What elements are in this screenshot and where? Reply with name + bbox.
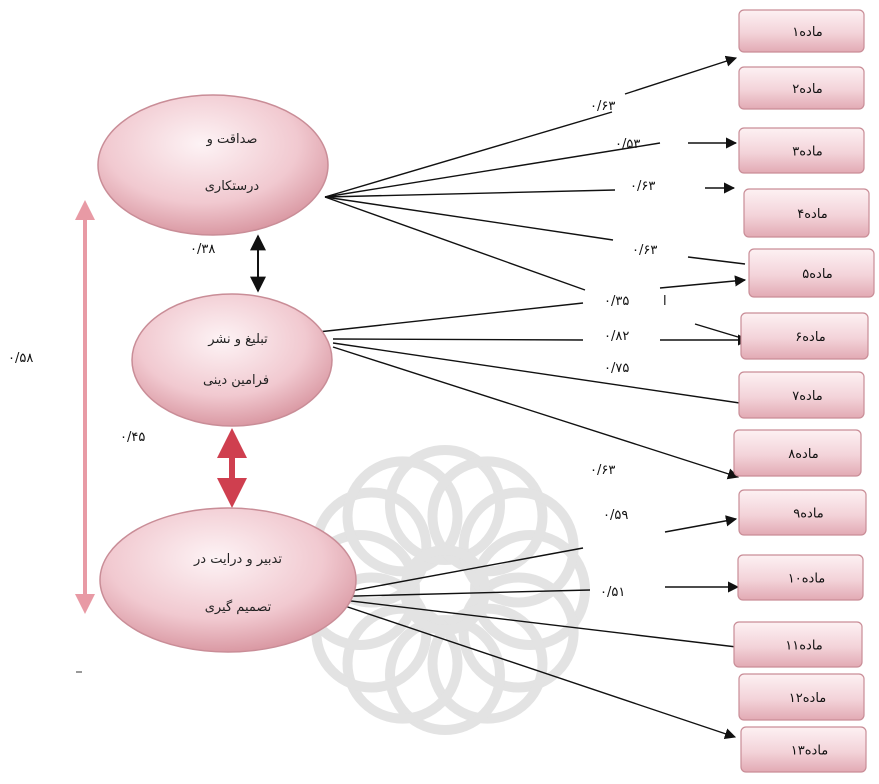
item-box-8: ماده۸ [733, 429, 862, 477]
item-box-2: ماده۲ [738, 66, 865, 110]
loading-label-9: ۰/۵۹ [603, 508, 628, 523]
item-box-1: ماده۱ [738, 9, 865, 53]
item-box-7: ماده۷ [738, 371, 865, 419]
path-arrow [659, 275, 747, 289]
path-arrow [324, 189, 616, 198]
watermark-petal [385, 445, 505, 565]
watermark-core [400, 545, 490, 635]
path-arrow [694, 323, 749, 341]
path-arrow [324, 196, 614, 241]
path-arrow [317, 596, 737, 740]
loading-label-10: ۰/۵۱ [600, 585, 625, 600]
path-arrow [664, 515, 738, 533]
item-label: ماده۳ [792, 145, 823, 160]
factor-node-f3: تدبیر و درایت در تصمیم گیری [99, 507, 357, 653]
item-label: ماده۹ [793, 507, 824, 522]
loading-label-4: ۰/۶۳ [632, 243, 657, 258]
factor-node-f2: تبلیغ و نشر فرامین دینی [131, 293, 333, 427]
loading-labels: ۰/۶۳ ۰/۵۳ ۰/۶۳ ۰/۶۳ ۰/۳۵ ۰/۸۲ ۰/۷۵ ۰/۶۳ ۰/۵۹ ۰/۵۱ [590, 99, 657, 600]
loading-label-7: ۰/۷۵ [604, 361, 629, 376]
loading-label-2: ۰/۵۳ [615, 137, 640, 152]
path-arrow [332, 346, 740, 480]
loading-label-8: ۰/۶۳ [590, 463, 615, 478]
factor-f3-label-2: تصمیم گیری [205, 599, 272, 615]
factor-f3-label-1: تدبیر و درایت در [193, 552, 282, 567]
corr-label-f1-f3: ۰/۵۸ [8, 351, 33, 366]
path-arrow [624, 55, 738, 95]
watermark-petal [427, 456, 548, 577]
loading-label-3: ۰/۶۳ [630, 179, 655, 194]
item-box-11: ماده۱۱ [733, 621, 863, 668]
watermark-petal [458, 572, 579, 693]
corr-label-f2-f3: ۰/۴۵ [120, 430, 145, 445]
stray-mark: ا [663, 294, 667, 309]
loading-label-5: ۰/۳۵ [604, 294, 629, 309]
path-arrow [332, 338, 584, 341]
factor-f2-label-2: فرامین دینی [203, 373, 269, 388]
item-box-10: ماده۱۰ [737, 554, 864, 601]
path-lines [317, 55, 762, 740]
loading-label-1: ۰/۶۳ [590, 99, 615, 114]
path-arrow [317, 547, 584, 598]
path-arrow [317, 302, 584, 333]
item-label: ماده۷ [792, 389, 823, 404]
item-box-3: ماده۳ [738, 127, 865, 174]
watermark-rosette [300, 445, 590, 735]
item-box-9: ماده۹ [738, 489, 867, 536]
watermark-petal [385, 615, 505, 735]
path-arrow [332, 342, 762, 411]
item-label: ماده۱ [792, 25, 823, 40]
factor-node-f1: صداقت و درستکاری [97, 94, 329, 236]
item-box-12: ماده۱۲ [738, 673, 865, 721]
item-boxes: ماده۱ ماده۲ ماده۳ ماده۴ ماده۵ ماده۶ ماده۷ ماده۸… [733, 9, 875, 773]
watermark-petal [458, 487, 579, 608]
item-box-13: ماده۱۳ [740, 726, 867, 773]
path-arrow [317, 596, 747, 653]
corr-label-f1-f2: ۰/۳۸ [190, 242, 215, 257]
watermark-petal [342, 603, 463, 724]
item-label: ماده۵ [802, 267, 833, 282]
item-label: ماده۱۱ [785, 639, 823, 654]
item-box-5: ماده۵ [748, 248, 875, 298]
factor-f1-label-1: صداقت و [206, 132, 258, 147]
item-label: ماده۴ [797, 207, 828, 222]
item-label: ماده۱۳ [791, 744, 829, 759]
path-arrow [687, 256, 746, 265]
path-arrow [324, 142, 661, 198]
watermark-petal [427, 603, 548, 724]
path-arrow [324, 111, 613, 198]
correlations: ۰/۳۸ ۰/۴۵ ۰/۵۸ [8, 200, 266, 614]
item-label: ماده۱۲ [789, 691, 827, 706]
loading-label-6: ۰/۸۲ [604, 329, 629, 344]
item-label: ماده۶ [795, 330, 826, 345]
factor-f1-label-2: درستکاری [205, 179, 260, 194]
item-box-6: ماده۶ [740, 312, 869, 360]
item-label: ماده۱۰ [788, 572, 826, 587]
item-box-4: ماده۴ [743, 188, 870, 238]
watermark-petal [342, 456, 463, 577]
path-arrow [324, 196, 586, 291]
item-label: ماده۸ [788, 447, 819, 462]
path-arrow [317, 589, 591, 598]
factor-f2-label-1: تبلیغ و نشر [207, 332, 268, 347]
item-label: ماده۲ [792, 82, 823, 97]
